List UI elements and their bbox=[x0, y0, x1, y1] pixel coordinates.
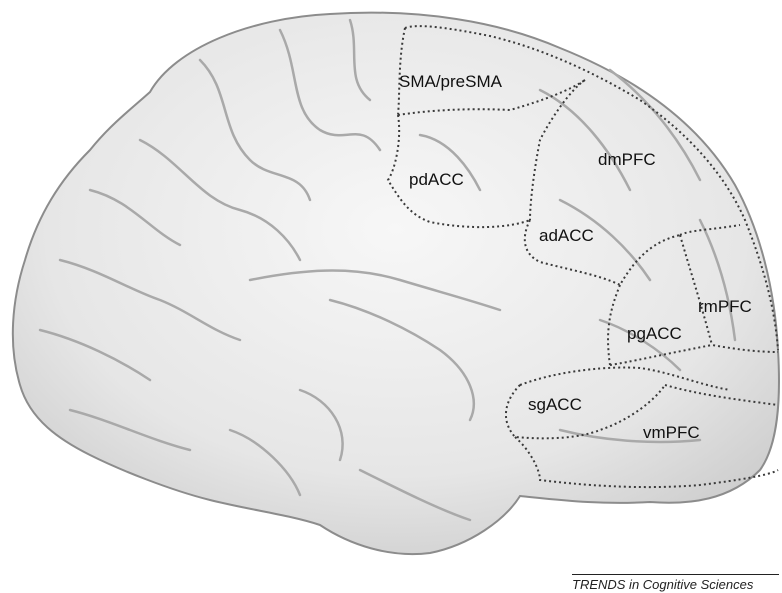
source-divider bbox=[572, 574, 779, 575]
label-vmpfc: vmPFC bbox=[643, 423, 700, 442]
source-credit: TRENDS in Cognitive Sciences bbox=[572, 577, 753, 592]
label-dmpfc: dmPFC bbox=[598, 150, 656, 169]
label-rmpfc: rmPFC bbox=[698, 297, 752, 316]
label-adacc: adACC bbox=[539, 226, 594, 245]
label-pgacc: pgACC bbox=[627, 324, 682, 343]
label-sma-presma: SMA/preSMA bbox=[399, 72, 503, 91]
label-sgacc: sgACC bbox=[528, 395, 582, 414]
brain-outline bbox=[13, 13, 779, 554]
label-pdacc: pdACC bbox=[409, 170, 464, 189]
